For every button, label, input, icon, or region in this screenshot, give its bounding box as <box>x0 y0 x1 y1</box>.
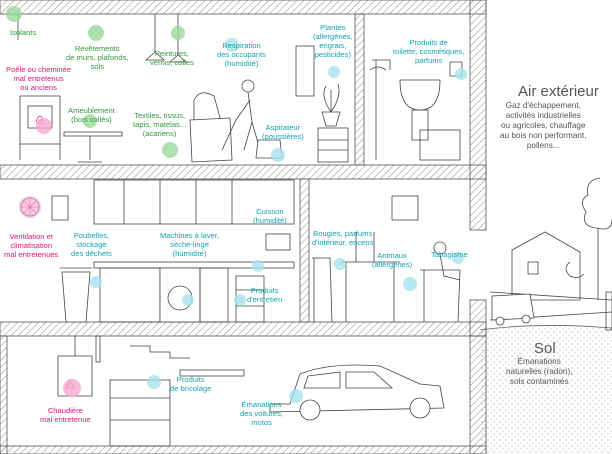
label-chaudiere: Chaudière mal entretenue <box>40 406 91 424</box>
label-revetements-line1: Revêtements <box>74 44 120 53</box>
label-animaux-line1: Animaux <box>377 251 407 260</box>
label-produits-entretien: Produits d'entretien <box>247 286 282 304</box>
label-plantes-line3: engrais, <box>319 41 347 50</box>
label-air-ext-line3: ou agricoles, chauffage <box>500 121 586 130</box>
label-poele-line2: mal entretenus <box>13 74 64 83</box>
microwave-icon <box>265 233 291 251</box>
label-poele-line1: Poêle ou cheminée <box>6 65 72 74</box>
label-ventilation-line2: climatisation <box>10 241 53 250</box>
label-textiles-line3: (acariens) <box>142 129 177 138</box>
label-cuisson-line1: Cuisson <box>256 207 284 216</box>
soil-area <box>479 325 612 454</box>
label-respiration-line3: (humidité) <box>224 59 259 68</box>
washing-machine-icon <box>159 267 201 323</box>
label-poubelles-line3: des déchets <box>71 249 112 258</box>
label-bougies-line2: d'intérieur, encens <box>312 238 374 247</box>
label-sol-line2: naturelles (radon), <box>506 367 573 376</box>
label-machines-line1: Machines à laver, <box>160 231 220 240</box>
label-air-exterieur-text: Gaz d'échappement, activités industriell… <box>500 101 586 151</box>
label-poubelles-line1: Poubelles, <box>73 231 110 240</box>
label-textiles: Textiles, tissus, tapis, matelas... (aca… <box>133 111 186 138</box>
label-sol-text: Émanations naturelles (radon), sols cont… <box>506 357 572 387</box>
label-bougies: Bougies, parfums d'intérieur, encens <box>312 229 373 247</box>
label-produits-toilette-line1: Produits de <box>409 38 448 47</box>
label-chaudiere-line1: Chaudière <box>47 406 83 415</box>
label-bricolage-line1: Produits <box>176 375 205 384</box>
pollution-source-markers <box>6 6 467 403</box>
label-machines: Machines à laver, sèche-linge (humidité) <box>160 231 219 258</box>
label-produits-toilette-line3: parfums <box>414 56 443 65</box>
label-bricolage-line2: de bricolage <box>170 384 212 393</box>
label-plantes-line4: pesticides) <box>314 50 351 59</box>
label-produits-toilette-line2: toilette, cosmétiques, <box>393 47 465 56</box>
label-produits-toilette: Produits de toilette, cosmétiques, parfu… <box>393 38 464 65</box>
label-isolants: Isolants <box>10 28 37 37</box>
label-sol-line1: Émanations <box>517 357 561 366</box>
label-poubelles: Poubelles, stockage des déchets <box>71 231 112 258</box>
label-respiration: Respiration des occupants (humidité) <box>217 41 266 68</box>
label-air-ext-line2: activités industrielles <box>505 111 581 120</box>
label-entretien-line2: d'entretien <box>247 295 283 304</box>
label-respiration-line1: Respiration <box>222 41 261 50</box>
label-aspirateur-line1: Aspirateur <box>265 123 301 132</box>
label-ameublement: Ameublement (bois collés) <box>68 106 115 124</box>
label-revetements-line2: de murs, plafonds, <box>66 53 129 62</box>
label-cuisson: Cuisson (humidité) <box>253 207 287 225</box>
trash-bin-icon <box>61 271 91 323</box>
label-ventilation-line3: mal entretenues <box>4 250 59 259</box>
label-textiles-line2: tapis, matelas... <box>133 120 187 129</box>
label-poele: Poêle ou cheminée mal entretenus ou anci… <box>6 65 71 92</box>
label-aspirateur: Aspirateur (poussières) <box>262 123 304 141</box>
label-revetements-line3: sols <box>90 62 104 71</box>
label-machines-line3: (humidité) <box>172 249 207 258</box>
label-ameublement-line1: Ameublement <box>68 106 115 115</box>
label-ameublement-line2: (bois collés) <box>71 115 112 124</box>
label-bougies-line1: Bougies, parfums <box>313 229 373 238</box>
interior-drawings <box>17 14 463 447</box>
label-ventilation-line1: Ventilation et <box>9 232 53 241</box>
plant-icon <box>321 111 341 127</box>
label-air-ext-line4: au bois non performant, <box>500 131 587 140</box>
label-air-ext-line1: Gaz d'échappement, <box>505 101 581 110</box>
label-sol-title: Sol <box>534 340 556 357</box>
building-walls <box>0 0 487 454</box>
label-sol-line3: sols contaminés <box>509 377 569 386</box>
label-tabagisme: Tabagisme <box>431 250 468 259</box>
label-poubelles-line2: stockage <box>76 240 107 249</box>
label-plantes: Plantes (allergènes, engrais, pesticides… <box>313 23 353 59</box>
label-peintures-line2: vernis, colles <box>150 58 194 67</box>
label-ventilation: Ventilation et climatisation mal entrete… <box>4 232 58 259</box>
label-plantes-line2: (allergènes, <box>313 32 353 41</box>
label-animaux: Animaux (allergènes) <box>372 251 412 269</box>
label-cuisson-line2: (humidité) <box>253 216 287 225</box>
label-respiration-line2: des occupants <box>217 50 266 59</box>
label-air-ext-line5: pollens... <box>526 141 560 150</box>
label-entretien-line1: Produits <box>250 286 279 295</box>
label-peintures: Peintures, vernis, colles <box>150 49 194 67</box>
label-chaudiere-line2: mal entretenue <box>40 415 91 424</box>
label-plantes-line1: Plantes <box>320 23 346 32</box>
label-produits-bricolage: Produits de bricolage <box>170 375 211 393</box>
label-peintures-line1: Peintures, <box>154 49 190 58</box>
label-air-exterieur-title: Air extérieur <box>518 83 599 100</box>
label-animaux-line2: (allergènes) <box>372 260 413 269</box>
label-machines-line2: sèche-linge <box>170 240 209 249</box>
label-voitures-line2: des voitures, <box>240 409 284 418</box>
label-voitures-line3: motos <box>251 418 272 427</box>
label-aspirateur-line2: (poussières) <box>262 132 304 141</box>
label-textiles-line1: Textiles, tissus, <box>134 111 186 120</box>
label-poele-line3: ou anciens <box>20 83 57 92</box>
outdoor-scene <box>489 177 612 331</box>
label-voitures-line1: Émanations <box>241 400 282 409</box>
label-emanations-voitures: Émanations des voitures, motos <box>240 400 283 427</box>
label-revetements: Revêtements de murs, plafonds, sols <box>66 44 128 71</box>
